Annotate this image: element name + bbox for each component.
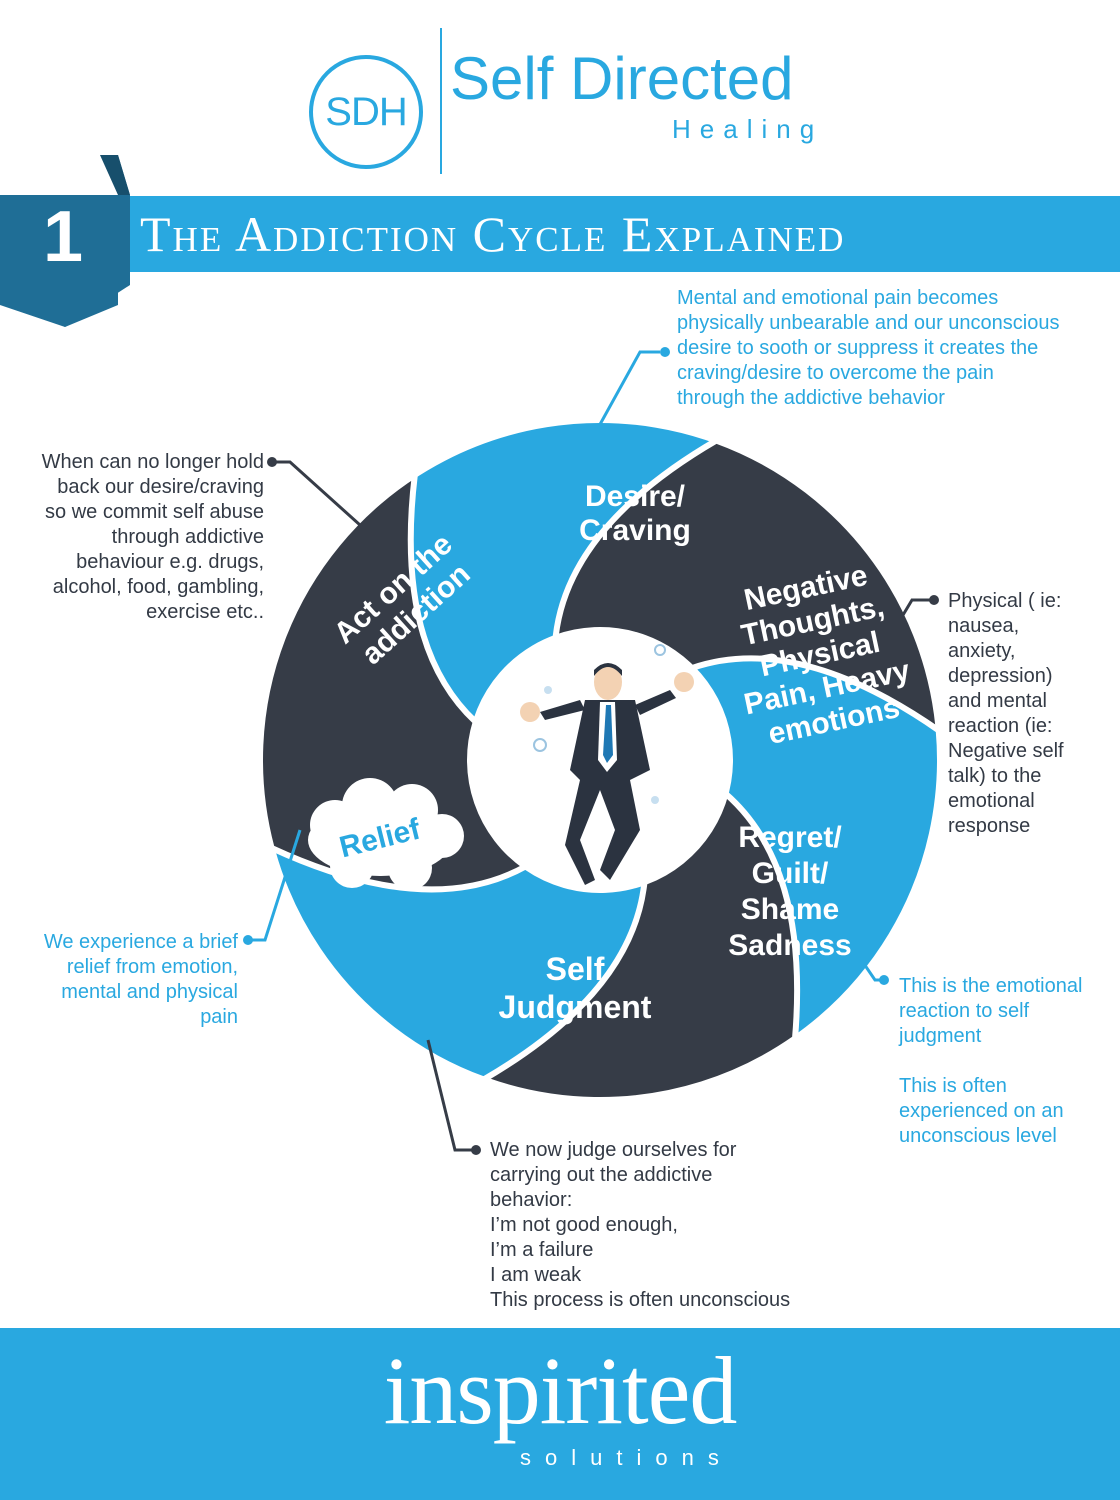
footer-band bbox=[0, 1328, 1120, 1500]
desire-description: Mental and emotional pain becomes physic… bbox=[677, 287, 1060, 409]
judgment-connector bbox=[426, 1039, 472, 1152]
regret-description: This is the emotional reaction to self j… bbox=[899, 975, 1083, 1147]
segment-label-desire: Desire/ Craving bbox=[579, 480, 691, 547]
page-title: The Addiction Cycle Explained bbox=[140, 206, 846, 262]
number-ribbon bbox=[0, 155, 130, 327]
act-description: When can no longer hold back our desire/… bbox=[41, 451, 264, 623]
act-connector bbox=[276, 460, 362, 527]
relief-description: We experience a brief relief from emotio… bbox=[43, 931, 238, 1028]
relief-cloud bbox=[308, 778, 464, 890]
logo-divider bbox=[440, 28, 442, 174]
negative-description: Physical ( ie: nausea, anxiety, depressi… bbox=[948, 590, 1064, 837]
footer-brand: inspirited bbox=[383, 1337, 738, 1444]
logo-initials: SDH bbox=[325, 89, 407, 134]
section-number: 1 bbox=[42, 197, 84, 277]
jumping-man-illustration bbox=[520, 644, 694, 885]
cycle-segment-act bbox=[257, 468, 532, 893]
title-banner bbox=[0, 196, 1120, 272]
logo-badge: SDH bbox=[309, 55, 423, 169]
logo-subtitle: Healing bbox=[672, 114, 824, 144]
relief-connector bbox=[252, 829, 302, 942]
judgment-description: We now judge ourselves for carrying out … bbox=[490, 1139, 791, 1311]
desire-connector bbox=[596, 350, 660, 429]
segment-label-judgment: Self Judgment bbox=[498, 951, 652, 1025]
negative-connector bbox=[898, 598, 930, 621]
segment-label-regret: Regret/ Guilt/ Shame Sadness bbox=[728, 821, 852, 962]
logo-title: Self Directed bbox=[450, 45, 794, 112]
footer-subtitle: solutions bbox=[520, 1445, 733, 1470]
